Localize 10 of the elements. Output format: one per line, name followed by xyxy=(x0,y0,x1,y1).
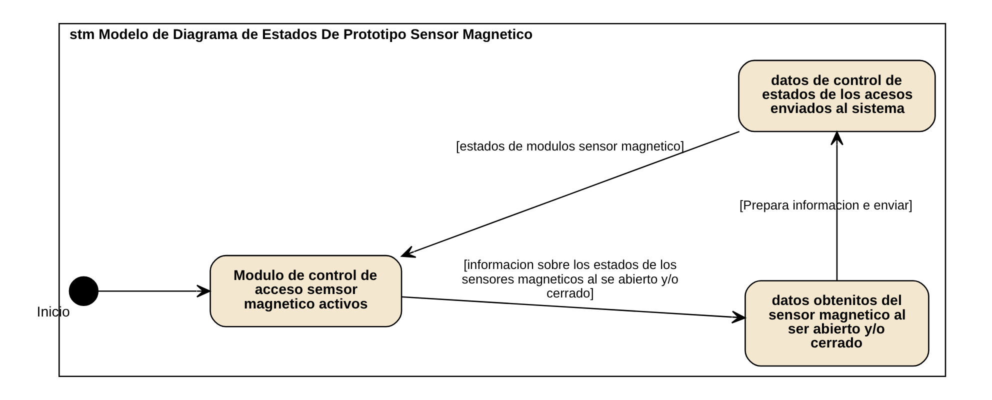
node-box: Modulo de control de acceso semsor magnetico activos xyxy=(209,254,402,328)
arrow xyxy=(401,296,746,324)
arrow xyxy=(400,130,740,258)
arrow xyxy=(830,131,843,281)
edge-label: [estados de modulos sensor magnetico] xyxy=(456,138,684,154)
edge-label: [informacion sobre los estados de los sensores magneticos al se abierto y/o cerrado] xyxy=(461,257,678,301)
node-circle xyxy=(68,276,98,306)
node-box: datos de control de estados de los acesos enviados al sistema xyxy=(738,60,936,132)
arrow xyxy=(98,284,210,298)
node-box: datos obtenitos del sensor magnetico al ser abierto y/o cerrado xyxy=(744,280,929,367)
